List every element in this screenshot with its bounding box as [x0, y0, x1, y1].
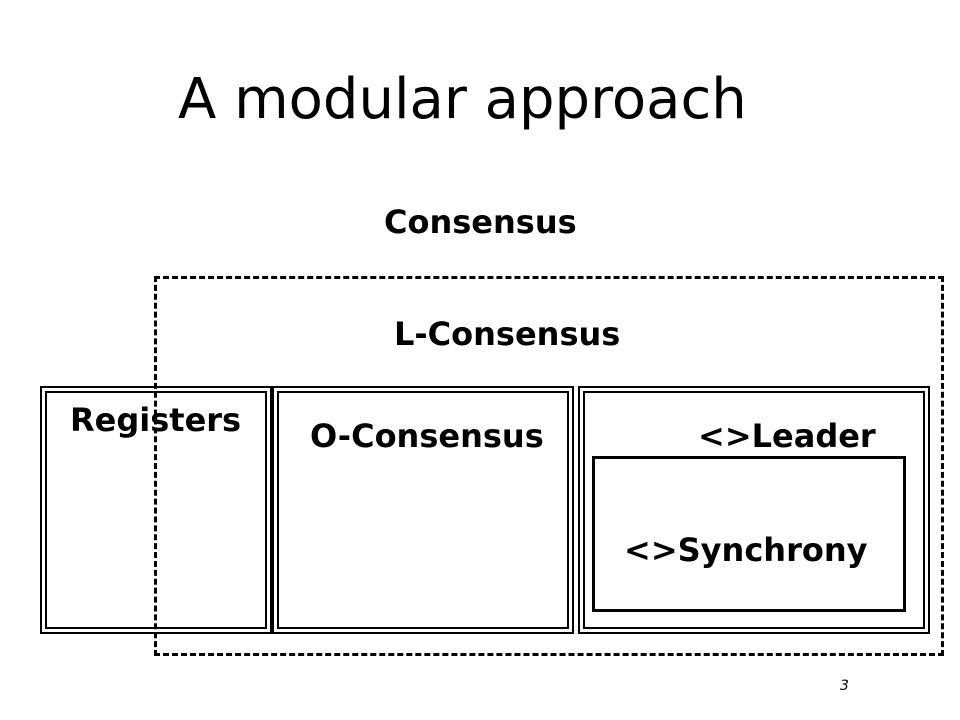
leader-box [578, 386, 930, 634]
registers-label: Registers [70, 401, 242, 439]
synchrony-box [592, 456, 906, 612]
page-number: 3 [840, 678, 849, 694]
o-consensus-label: O-Consensus [310, 417, 544, 455]
leader-label: <>Leader [698, 417, 876, 455]
registers-box [40, 386, 272, 634]
synchrony-label: <>Synchrony [624, 531, 868, 569]
l-consensus-label: L-Consensus [394, 315, 621, 353]
consensus-label: Consensus [384, 203, 577, 241]
l-consensus-boundary [154, 276, 944, 656]
o-consensus-box [272, 386, 574, 634]
slide-title: A modular approach [178, 67, 747, 132]
